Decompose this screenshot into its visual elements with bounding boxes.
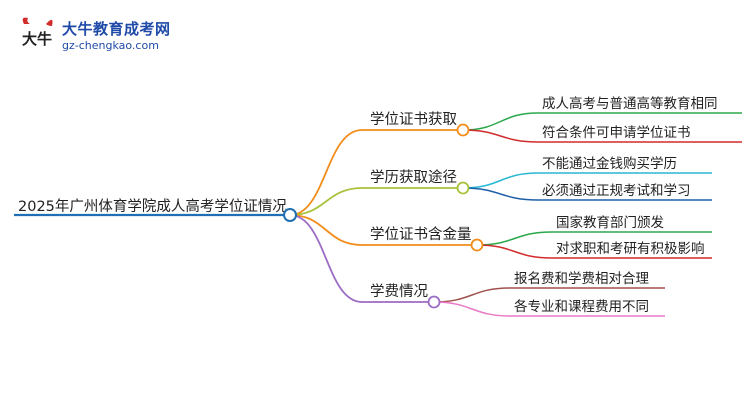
leaf-connector [462,187,539,201]
branch-connector [289,214,363,303]
leaf-label: 不能通过金钱购买学历 [542,156,677,172]
site-logo[interactable]: 大牛 大牛教育成考网 gz-chengkao.com [18,14,218,58]
leaf-connector [462,112,539,131]
leaf-label: 必须通过正规考试和学习 [542,183,691,199]
leaf-connector [433,287,511,303]
logo-glyph: 大牛 [22,30,52,48]
leaf-connector [462,172,539,189]
branch-label: 学位证书获取 [370,111,457,128]
branch-label: 学位证书含金量 [370,226,472,243]
leaf-label: 对求职和考研有积极影响 [556,241,705,257]
logo-title: 大牛教育成考网 [62,20,171,38]
branch-connector [289,214,363,246]
leaf-label: 各专业和课程费用不同 [514,299,649,315]
leaf-label: 国家教育部门颁发 [556,214,664,231]
branch-toggle-circle[interactable] [427,295,441,309]
leaf-connector [433,301,511,317]
leaf-connector [462,129,539,143]
leaf-label: 符合条件可申请学位证书 [542,124,691,141]
branch-toggle-circle[interactable] [470,238,484,252]
branch-label: 学历获取途径 [370,169,457,186]
branch-connector [289,129,363,216]
root-node-label: 2025年广州体育学院成人高考学位证情况 [18,198,287,215]
leaf-connector [476,244,553,259]
logo-url: gz-chengkao.com [62,39,159,52]
leaf-connector [476,231,553,246]
leaf-label: 报名费和学费相对合理 [514,271,649,287]
branch-label: 学费情况 [370,283,428,300]
branch-toggle-circle[interactable] [456,123,470,137]
root-toggle-circle[interactable] [283,208,297,222]
leaf-label: 成人高考与普通高等教育相同 [542,95,718,112]
bull-logo-icon: 大牛 [22,17,53,48]
branch-toggle-circle[interactable] [456,181,470,195]
branch-connector [289,187,363,216]
